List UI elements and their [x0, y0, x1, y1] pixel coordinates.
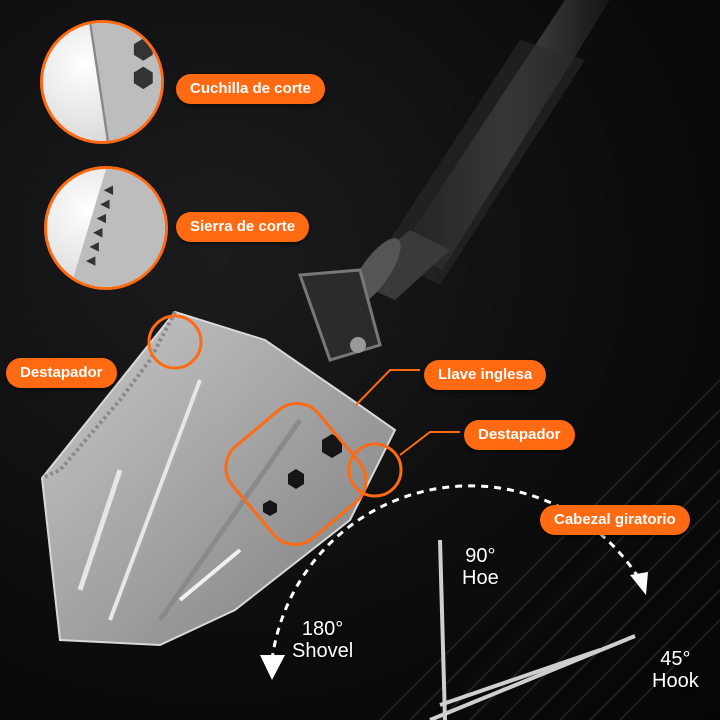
- wrench-holes: [263, 434, 342, 516]
- angle-hook-degrees: 45°: [660, 648, 691, 670]
- angle-shovel-degrees: 180°: [301, 618, 344, 640]
- shovel-handle: [349, 0, 610, 306]
- label-cutting-blade: Cuchilla de corte: [176, 74, 325, 104]
- opener-right-highlight: [347, 442, 403, 498]
- angle-hoe-degrees: 90°: [465, 545, 496, 567]
- angle-hook-name: Hook: [652, 670, 699, 692]
- label-bottle-opener-left: Destapador: [6, 358, 117, 388]
- label-cutting-saw: Sierra de corte: [176, 212, 310, 242]
- label-rotating-head: Cabezal giratorio: [540, 505, 690, 535]
- shovel-blade: [40, 310, 397, 647]
- label-wrench: Llave inglesa: [424, 360, 547, 390]
- shovel-hinge: [297, 268, 382, 362]
- cutting-blade-zoom: [40, 20, 164, 144]
- cutting-saw-zoom: [44, 166, 168, 290]
- tool-poses: [429, 539, 636, 720]
- angle-hook: 45° Hook: [652, 648, 699, 692]
- angle-hoe: 90° Hoe: [462, 545, 499, 589]
- angle-shovel-name: Shovel: [292, 640, 354, 662]
- wrench-highlight: [224, 401, 368, 547]
- callout-lines: [355, 369, 460, 456]
- angle-shovel: 180° Shovel: [292, 618, 353, 662]
- angle-hoe-name: Hoe: [462, 567, 499, 589]
- opener-left-highlight: [147, 314, 203, 370]
- label-bottle-opener-right: Destapador: [464, 420, 575, 450]
